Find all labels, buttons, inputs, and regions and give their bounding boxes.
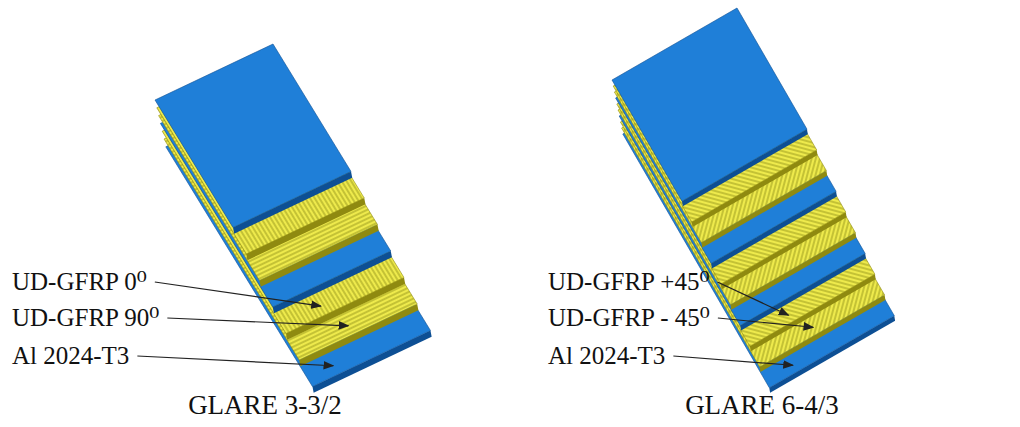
leader-arrow	[137, 356, 333, 366]
leader-arrow	[167, 318, 348, 326]
laminate-caption: GLARE 6-4/3	[685, 391, 839, 421]
leader-arrow	[718, 318, 813, 327]
aluminium-sheet	[612, 8, 807, 201]
aluminium-sheet	[155, 44, 351, 228]
leader-arrow	[155, 282, 321, 306]
layer-label: UD-GFRP 90⁰	[12, 304, 159, 332]
glare-6-stack	[612, 8, 895, 393]
leader-arrow	[717, 282, 788, 315]
layer-label: UD-GFRP - 45⁰	[548, 304, 710, 332]
layer-label: Al 2024-T3	[12, 342, 129, 370]
leader-arrow	[673, 356, 793, 365]
layer-label: UD-GFRP +45⁰	[548, 268, 709, 296]
glare-3-stack	[155, 44, 432, 393]
laminate-caption: GLARE 3-3/2	[188, 391, 342, 421]
layer-label: UD-GFRP 0⁰	[12, 268, 147, 296]
layer-label: Al 2024-T3	[548, 342, 665, 370]
